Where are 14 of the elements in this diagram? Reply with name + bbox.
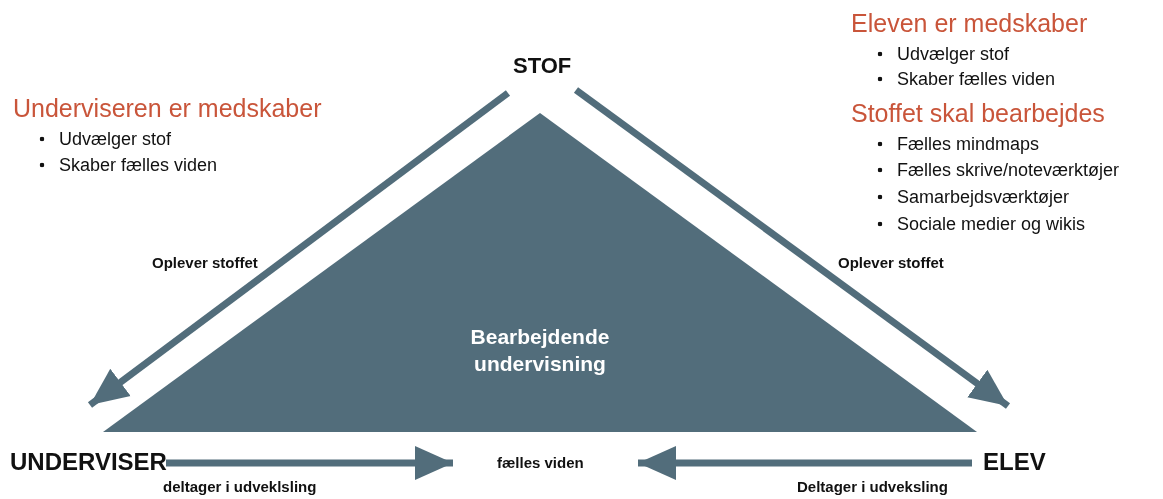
triangle-label: Bearbejdende undervisning (469, 324, 611, 378)
arrow (87, 90, 511, 408)
arrow (573, 87, 1011, 409)
node-label: STOF (513, 53, 572, 80)
edge-label: deltager i udveklsling (163, 478, 317, 496)
node-label: fælles viden (497, 454, 584, 472)
node-label: UNDERVISER (10, 448, 167, 477)
node-label: ELEV (983, 448, 1046, 477)
section-heading: Stoffet skal bearbejdes (851, 98, 1105, 128)
edge-label: Oplever stoffet (838, 254, 944, 272)
section-heading: Eleven er medskaber (851, 8, 1088, 38)
edge-label: Oplever stoffet (152, 254, 258, 272)
section-heading: Underviseren er medskaber (13, 93, 322, 123)
edge-label: Deltager i udveksling (797, 478, 948, 496)
